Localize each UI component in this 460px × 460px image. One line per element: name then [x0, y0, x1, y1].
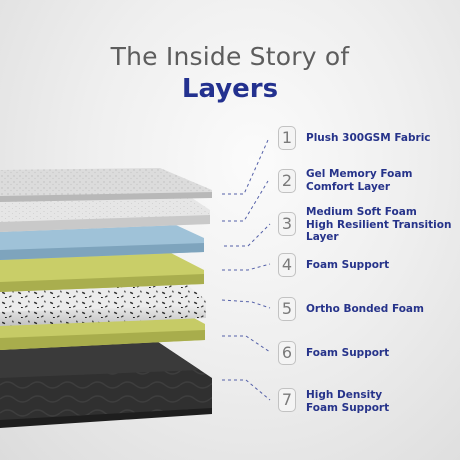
layer-label-3-line-3: Layer: [306, 231, 339, 243]
layer-7-high-density-base: [0, 342, 212, 428]
leader-line-3: [224, 223, 271, 247]
layer-label-7-line-1: High Density: [306, 389, 383, 401]
leader-line-1: [222, 139, 269, 195]
layer-number-7: 7: [278, 388, 296, 412]
layer-label-5: Ortho Bonded Foam: [306, 303, 456, 316]
layer-label-2: Gel Memory Foam Comfort Layer: [306, 168, 456, 193]
layer-label-7-line-2: Foam Support: [306, 401, 390, 414]
layer-label-2-line-2: Comfort Layer: [306, 180, 391, 193]
leader-line-6: [222, 335, 271, 353]
layer-label-1: Plush 300GSM Fabric: [306, 132, 456, 145]
layer-4-foam-support: [0, 250, 204, 292]
layer-label-3: Medium Soft Foam High Resilient Transiti…: [306, 206, 456, 244]
layer-label-4: Foam Support: [306, 259, 456, 272]
layer-number-3: 3: [278, 212, 296, 236]
layer-number-1: 1: [278, 126, 296, 150]
page-title: The Inside Story of: [110, 42, 350, 71]
leader-line-7: [222, 379, 271, 401]
layer-number-2: 2: [278, 169, 296, 193]
leader-line-5: [221, 299, 271, 309]
layer-label-6-line-1: Foam Support: [306, 347, 390, 359]
layer-label-6: Foam Support: [306, 347, 456, 360]
layer-number-6: 6: [278, 341, 296, 365]
layer-label-3-line-2: High Resilient Transition: [306, 218, 452, 231]
leader-lines: [221, 139, 271, 401]
layer-1-plush-fabric: [0, 168, 212, 202]
layer-label-7: High Density Foam Support: [306, 389, 456, 414]
leader-line-4: [222, 263, 271, 271]
leader-line-2: [222, 180, 269, 222]
layer-label-2-line-1: Gel Memory Foam: [306, 168, 413, 180]
layer-label-1-line-1: Plush 300GSM Fabric: [306, 132, 431, 144]
layer-number-4: 4: [278, 253, 296, 277]
layer-label-4-line-1: Foam Support: [306, 259, 390, 271]
layer-label-3-line-1: Medium Soft Foam: [306, 206, 417, 218]
layer-number-5: 5: [278, 297, 296, 321]
page-subtitle: Layers: [181, 74, 279, 104]
layer-label-5-line-1: Ortho Bonded Foam: [306, 303, 424, 315]
